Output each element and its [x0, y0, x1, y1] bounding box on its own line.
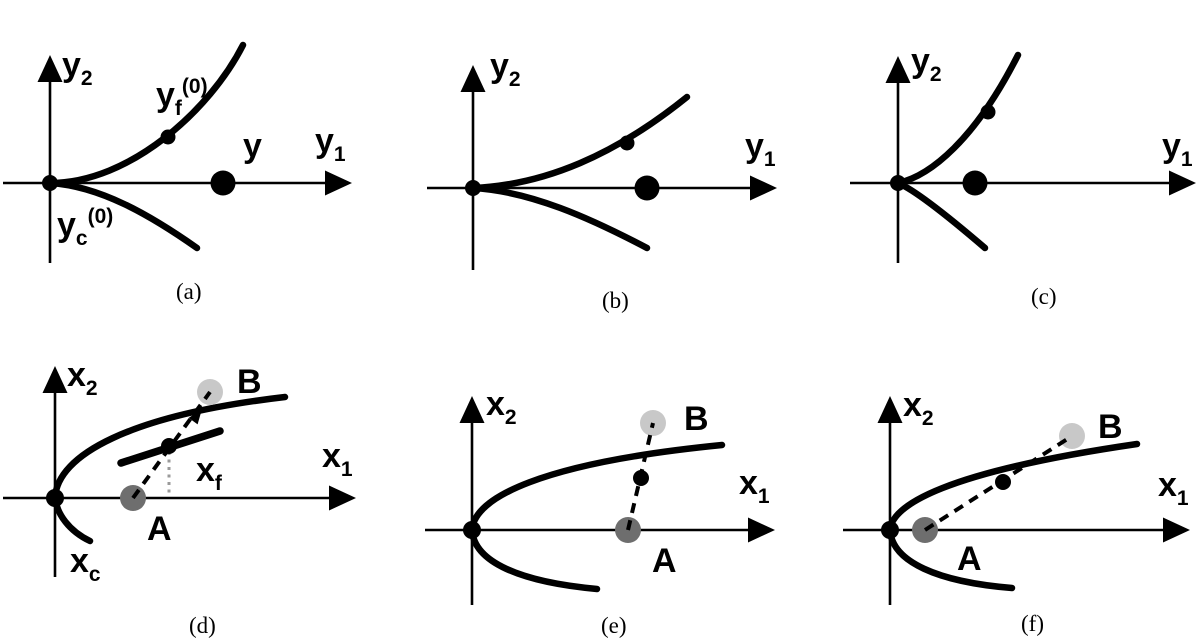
- panel-b-curve-point: [619, 135, 635, 151]
- panel-f-graphics: [843, 396, 1190, 605]
- panel-c-y-point: [962, 170, 988, 196]
- panel-f-intermediate-point: [995, 474, 1011, 490]
- panel-c-graphics: [850, 51, 1196, 263]
- panel-a-x-axis-arrow-icon: [325, 170, 352, 196]
- panel-f-dashed-line-a-b: [923, 434, 1074, 532]
- panel-d-dashed-line-a-b: [131, 390, 212, 500]
- panel-e-intermediate-point: [633, 470, 649, 486]
- panel-e-origin-point: [463, 521, 481, 539]
- panel-d-origin-point: [46, 489, 64, 507]
- panel-d-foot-point: [161, 438, 177, 454]
- panel-d-y-axis-arrow-icon: [42, 366, 68, 393]
- panel-d-upper-curve: [51, 393, 289, 502]
- panel-a-lower-curve: [46, 179, 201, 252]
- panel-c-upper-curve: [894, 51, 1022, 187]
- panel-f-v-axis-label: x2: [903, 386, 934, 430]
- panel-a-v-axis-label: y2: [62, 46, 93, 90]
- panel-c-h-axis-label: y1: [1162, 127, 1193, 171]
- panel-e-h-axis-label: x1: [739, 464, 770, 508]
- panel-a-h-axis-label: y1: [315, 122, 346, 166]
- panel-f-point-b: [1059, 423, 1085, 449]
- panel-e-upper-curve: [468, 441, 726, 534]
- panel-d-v-axis-label: x2: [67, 356, 98, 400]
- panel-b-y-axis-arrow-icon: [460, 65, 486, 92]
- panel-f-y-axis-arrow-icon: [877, 396, 903, 423]
- panel-a-y-axis-arrow-icon: [37, 55, 63, 82]
- panel-b-caption: (b): [602, 288, 629, 313]
- panel-f-point-b-label: B: [1098, 408, 1123, 446]
- panel-a-graphics: [3, 41, 352, 263]
- panel-d-point-b-label: B: [237, 363, 262, 401]
- panel-d-x-axis-arrow-icon: [329, 485, 356, 511]
- panel-d-lower-curve-label: xc: [70, 542, 101, 586]
- panel-e-caption: (e): [601, 613, 627, 638]
- panel-c-curve-point: [980, 104, 996, 120]
- panel-d-h-axis-label: x1: [322, 437, 353, 481]
- panel-d-caption: (d): [189, 613, 216, 638]
- panel-a-lower-curve-label: yc(0): [57, 205, 114, 250]
- panel-d-point-a-label: A: [147, 510, 172, 548]
- panel-a-origin-point: [42, 175, 58, 191]
- panel-b-origin-point: [465, 180, 481, 196]
- panel-e-v-axis-label: x2: [486, 385, 517, 429]
- panel-b-y-point: [634, 175, 660, 201]
- panel-d-graphics: [3, 366, 356, 577]
- panel-d-dashed-line-arrow-icon: [188, 409, 202, 425]
- panel-e-x-axis-arrow-icon: [748, 517, 775, 543]
- panel-e-graphics: [425, 396, 775, 605]
- panel-c-v-axis-label: y2: [911, 42, 942, 86]
- panel-e-y-axis-arrow-icon: [459, 396, 485, 423]
- panel-f-h-axis-label: x1: [1158, 466, 1189, 510]
- panel-b-upper-curve: [469, 93, 691, 192]
- panel-b-v-axis-label: y2: [490, 47, 521, 91]
- panel-f-point-a-label: A: [957, 540, 982, 578]
- panel-b-lower-curve: [469, 184, 651, 252]
- panel-a-y-point: [210, 170, 236, 196]
- panel-c-origin-point: [890, 175, 906, 191]
- panel-e-lower-curve: [468, 526, 601, 593]
- panel-a-caption: (a): [176, 279, 202, 304]
- panel-b-graphics: [427, 65, 777, 270]
- panel-f-origin-point: [881, 521, 899, 539]
- panel-c-caption: (c): [1031, 284, 1057, 309]
- panel-a-point-label: y: [243, 127, 262, 165]
- panel-b-x-axis-arrow-icon: [750, 175, 777, 201]
- panel-e-point-b-label: B: [684, 400, 709, 438]
- panel-f-caption: (f): [1021, 611, 1044, 636]
- panel-c-x-axis-arrow-icon: [1169, 170, 1196, 196]
- panel-e-point-a-label: A: [652, 542, 677, 580]
- panel-a-curve-point: [160, 129, 176, 145]
- panel-d-foot-point-label: xf: [196, 451, 222, 495]
- panel-c-y-axis-arrow-icon: [885, 56, 911, 83]
- panel-f-upper-curve: [886, 440, 1141, 534]
- panel-a-upper-curve-label: yf(0): [156, 75, 208, 120]
- panel-b-h-axis-label: y1: [745, 127, 776, 171]
- panel-f-x-axis-arrow-icon: [1163, 517, 1190, 543]
- panel-f-lower-curve: [886, 526, 1016, 592]
